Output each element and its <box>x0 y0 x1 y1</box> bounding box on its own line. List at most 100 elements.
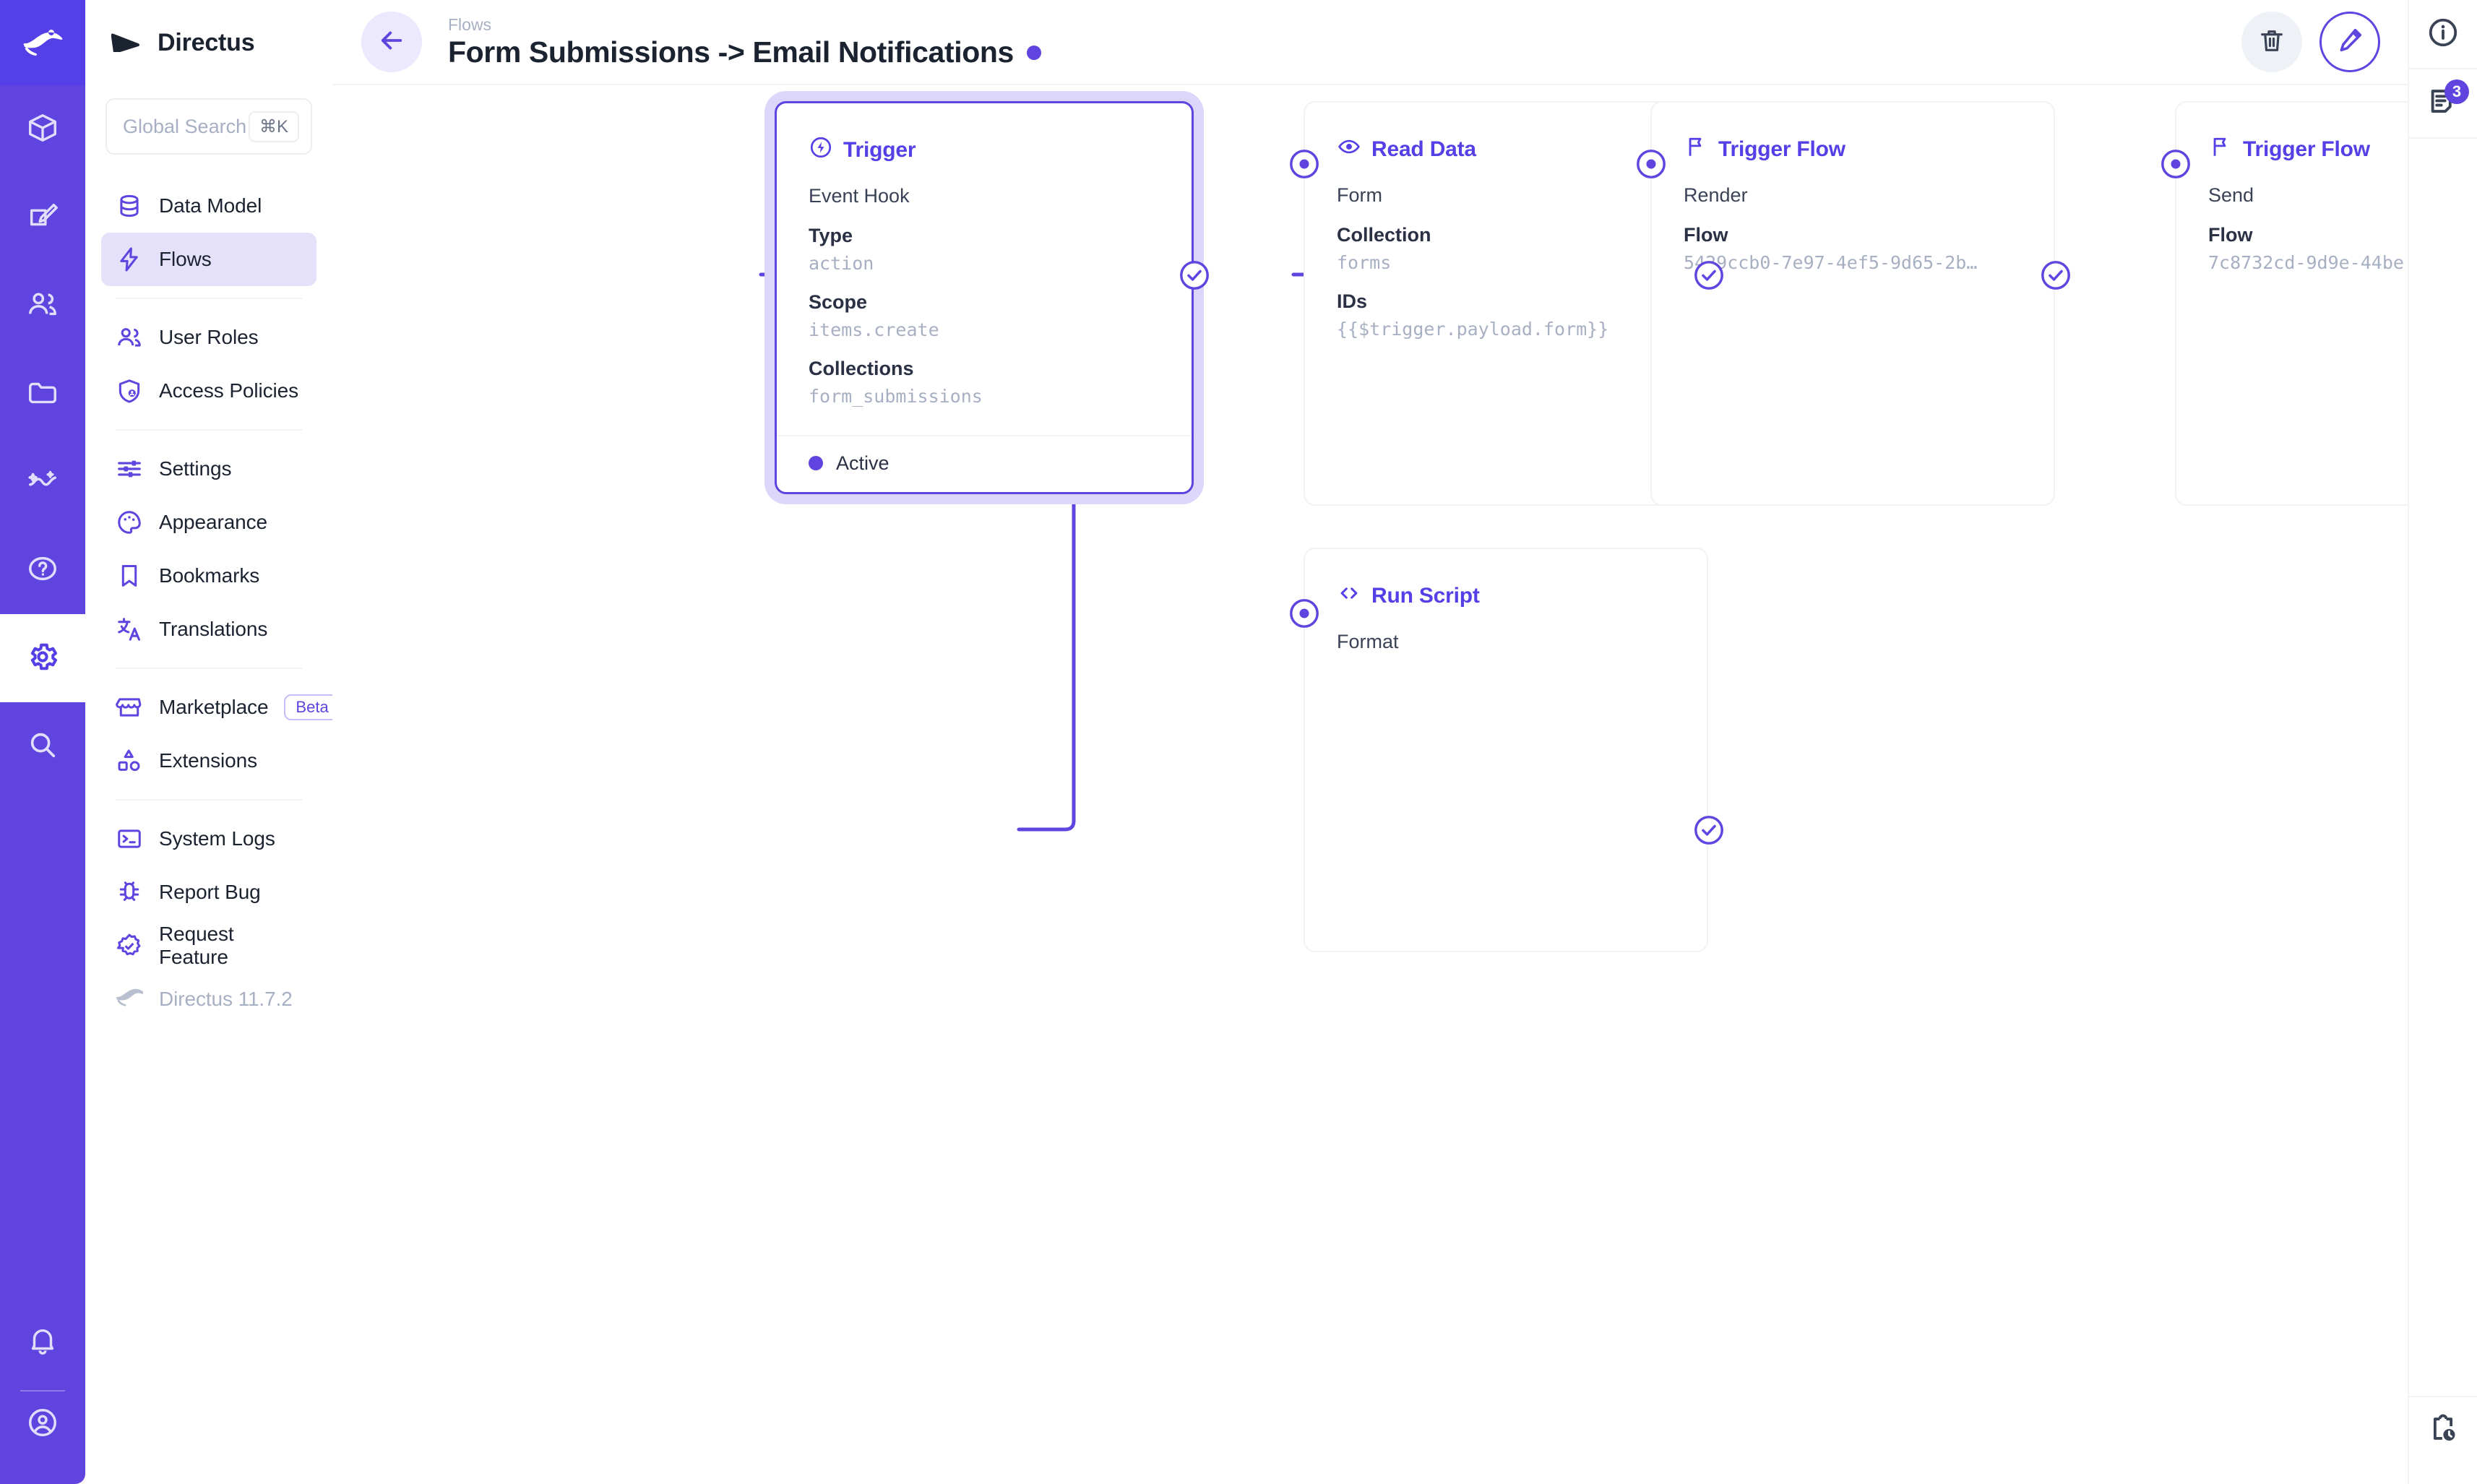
sidebar-brand-label: Directus <box>158 28 255 56</box>
node-title-label: Trigger Flow <box>2243 137 2370 161</box>
sidebar-item-report-bug[interactable]: Report Bug <box>101 866 316 919</box>
module-bar-divider <box>20 1390 65 1392</box>
bookmark-icon <box>116 562 143 590</box>
sidebar-item-appearance[interactable]: Appearance <box>101 496 316 549</box>
port-trigger-resolve[interactable] <box>1178 259 1211 292</box>
sidebar-item-flows[interactable]: Flows <box>101 233 316 286</box>
bell-icon <box>26 1324 59 1360</box>
module-bar-item-help[interactable] <box>0 526 85 614</box>
bolt-circle-icon <box>809 135 833 165</box>
node-status: Active <box>777 434 1192 492</box>
node-title: Trigger <box>777 135 1192 165</box>
node-title-label: Run Script <box>1371 584 1480 608</box>
clipboard-clock-icon <box>2426 1413 2460 1450</box>
port-trigger-flow-render-input[interactable] <box>1634 147 1668 181</box>
breadcrumb[interactable]: Flows <box>448 14 492 34</box>
node-field-value: 7c8732cd-9d9e-44be <box>2208 252 2404 273</box>
notifications-button[interactable] <box>0 1298 85 1386</box>
flow-logs-button[interactable]: 3 <box>2408 69 2477 139</box>
sidebar-item-access-policies[interactable]: Access Policies <box>101 364 316 418</box>
sidebar-item-system-logs[interactable]: System Logs <box>101 812 316 866</box>
global-search-shortcut: ⌘K <box>248 111 299 142</box>
module-bar-item-users[interactable] <box>0 262 85 350</box>
box-icon <box>26 111 59 148</box>
port-trigger-flow-send-input[interactable] <box>2159 147 2192 181</box>
node-body: Send Flow 7c8732cd-9d9e-44be <box>2176 181 2408 301</box>
node-subtitle: Form <box>1337 184 1382 206</box>
node-body: Event Hook Type action Scope items.creat… <box>777 181 1192 435</box>
module-bar-item-files[interactable] <box>0 350 85 438</box>
sidebar-item-settings[interactable]: Settings <box>101 442 316 496</box>
info-sidebar-button[interactable] <box>2408 0 2477 69</box>
storefront-icon <box>116 694 143 721</box>
sidebar-nav-list: Data Model Flows User Roles Acc <box>85 179 340 1026</box>
sidebar-item-label: Extensions <box>159 749 257 772</box>
sidebar-item-translations[interactable]: Translations <box>101 603 316 656</box>
sidebar-item-label: Request Feature <box>159 923 234 968</box>
edit-box-icon <box>26 199 59 236</box>
sidebar-item-label: User Roles <box>159 326 259 348</box>
sidebar-item-bookmarks[interactable]: Bookmarks <box>101 549 316 603</box>
port-trigger-flow-render-resolve[interactable] <box>2039 259 2072 292</box>
settings-sidebar: Directus Global Search ⌘K Data Model Flo… <box>85 0 340 1484</box>
node-subtitle: Render <box>1684 184 1748 206</box>
port-run-script-input[interactable] <box>1288 597 1321 630</box>
sidebar-item-label: Bookmarks <box>159 564 260 587</box>
sliders-icon <box>116 455 143 483</box>
palette-icon <box>116 509 143 536</box>
sidebar-item-label: System Logs <box>159 827 275 850</box>
shapes-icon <box>116 747 143 775</box>
node-field-value: form_submissions <box>809 386 983 407</box>
trash-icon <box>2257 26 2286 59</box>
page-title-block: Flows Form Submissions -> Email Notifica… <box>448 14 1041 68</box>
sidebar-item-user-roles[interactable]: User Roles <box>101 311 316 364</box>
port-read-data-input[interactable] <box>1288 147 1321 181</box>
edit-flow-button[interactable] <box>2319 12 2380 72</box>
delete-flow-button[interactable] <box>2241 12 2302 72</box>
node-field-value: items.create <box>809 319 939 340</box>
flow-node-trigger-flow-render[interactable]: Trigger Flow Render Flow 5429ccb0-7e97-4… <box>1650 101 2055 506</box>
sidebar-item-label: Data Model <box>159 194 262 217</box>
port-run-script-resolve[interactable] <box>1692 814 1726 847</box>
sidebar-item-marketplace[interactable]: Marketplace Beta <box>101 681 340 734</box>
sidebar-item-extensions[interactable]: Extensions <box>101 734 316 788</box>
sidebar-item-label: Access Policies <box>159 379 299 402</box>
sidebar-item-label: Directus 11.7.2 <box>159 988 293 1010</box>
node-title: Trigger Flow <box>2176 134 2408 165</box>
node-field-value: 5429ccb0-7e97-4ef5-9d65-2b… <box>1684 252 1978 273</box>
eye-icon <box>1337 134 1361 165</box>
module-bar-item-settings[interactable] <box>0 614 85 702</box>
node-field-key: Scope <box>809 290 868 313</box>
sidebar-item-version: Directus 11.7.2 <box>101 972 316 1026</box>
node-title-label: Trigger <box>843 138 916 162</box>
sidebar-item-data-model[interactable]: Data Model <box>101 179 316 233</box>
port-read-data-resolve[interactable] <box>1692 259 1726 292</box>
info-circle-icon <box>2426 16 2460 53</box>
main-area: Flows Form Submissions -> Email Notifica… <box>332 0 2408 1484</box>
back-button[interactable] <box>361 12 422 72</box>
sidebar-item-request-feature[interactable]: Request Feature <box>101 919 316 972</box>
flow-node-run-script[interactable]: Run Script Format <box>1304 548 1708 952</box>
flow-node-trigger-flow-send[interactable]: Trigger Flow Send Flow 7c8732cd-9d9e-44b… <box>2175 101 2408 506</box>
node-subtitle: Event Hook <box>809 185 910 207</box>
node-field-value: action <box>809 253 874 274</box>
code-icon <box>1337 581 1361 611</box>
sidebar-item-label: Translations <box>159 618 268 640</box>
module-bar-item-editor[interactable] <box>0 173 85 262</box>
user-account-button[interactable] <box>0 1396 85 1484</box>
directus-logo-button[interactable] <box>0 0 85 85</box>
module-bar-item-insights[interactable] <box>0 438 85 526</box>
sidebar-item-label: Settings <box>159 457 232 480</box>
activity-log-button[interactable] <box>2408 1396 2477 1465</box>
sidebar-divider <box>116 799 302 801</box>
sidebar-brand: Directus <box>85 0 332 85</box>
right-sidebar-rail: 3 <box>2408 0 2477 1484</box>
flow-canvas[interactable]: Trigger Event Hook Type action Scope ite… <box>332 85 2408 1484</box>
global-search-input[interactable]: Global Search ⌘K <box>105 98 312 155</box>
node-subtitle: Format <box>1337 631 1399 652</box>
module-bar-item-content[interactable] <box>0 85 85 173</box>
module-bar-item-search[interactable] <box>0 702 85 790</box>
status-dot <box>809 456 823 470</box>
sidebar-item-label: Report Bug <box>159 881 261 903</box>
flow-node-trigger[interactable]: Trigger Event Hook Type action Scope ite… <box>775 101 1194 494</box>
